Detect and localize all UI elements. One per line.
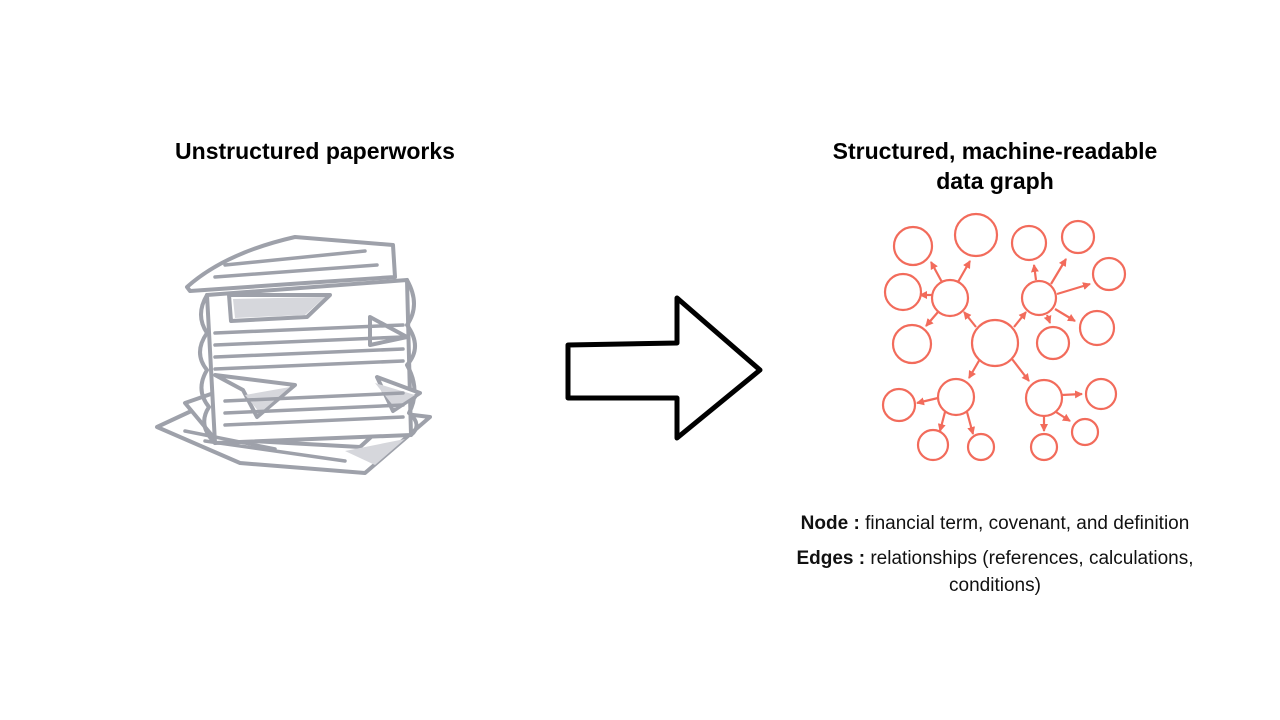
structured-title: Structured, machine-readable data graph — [832, 138, 1158, 194]
unstructured-title: Unstructured paperworks — [175, 138, 455, 164]
legend-node-label: Node : — [800, 513, 860, 534]
legend-node-text: financial term, covenant, and definition — [865, 513, 1190, 534]
paper-stack-illustration — [155, 235, 432, 475]
legend-edges-text: relationships (references, calculations,… — [870, 548, 1194, 596]
data-graph — [881, 212, 1127, 462]
legend-edges: Edges : relationships (references, calcu… — [760, 545, 1230, 599]
legend-node: Node : financial term, covenant, and def… — [760, 510, 1230, 537]
legend-edges-label: Edges : — [796, 548, 866, 569]
transform-arrow-icon — [565, 295, 763, 441]
